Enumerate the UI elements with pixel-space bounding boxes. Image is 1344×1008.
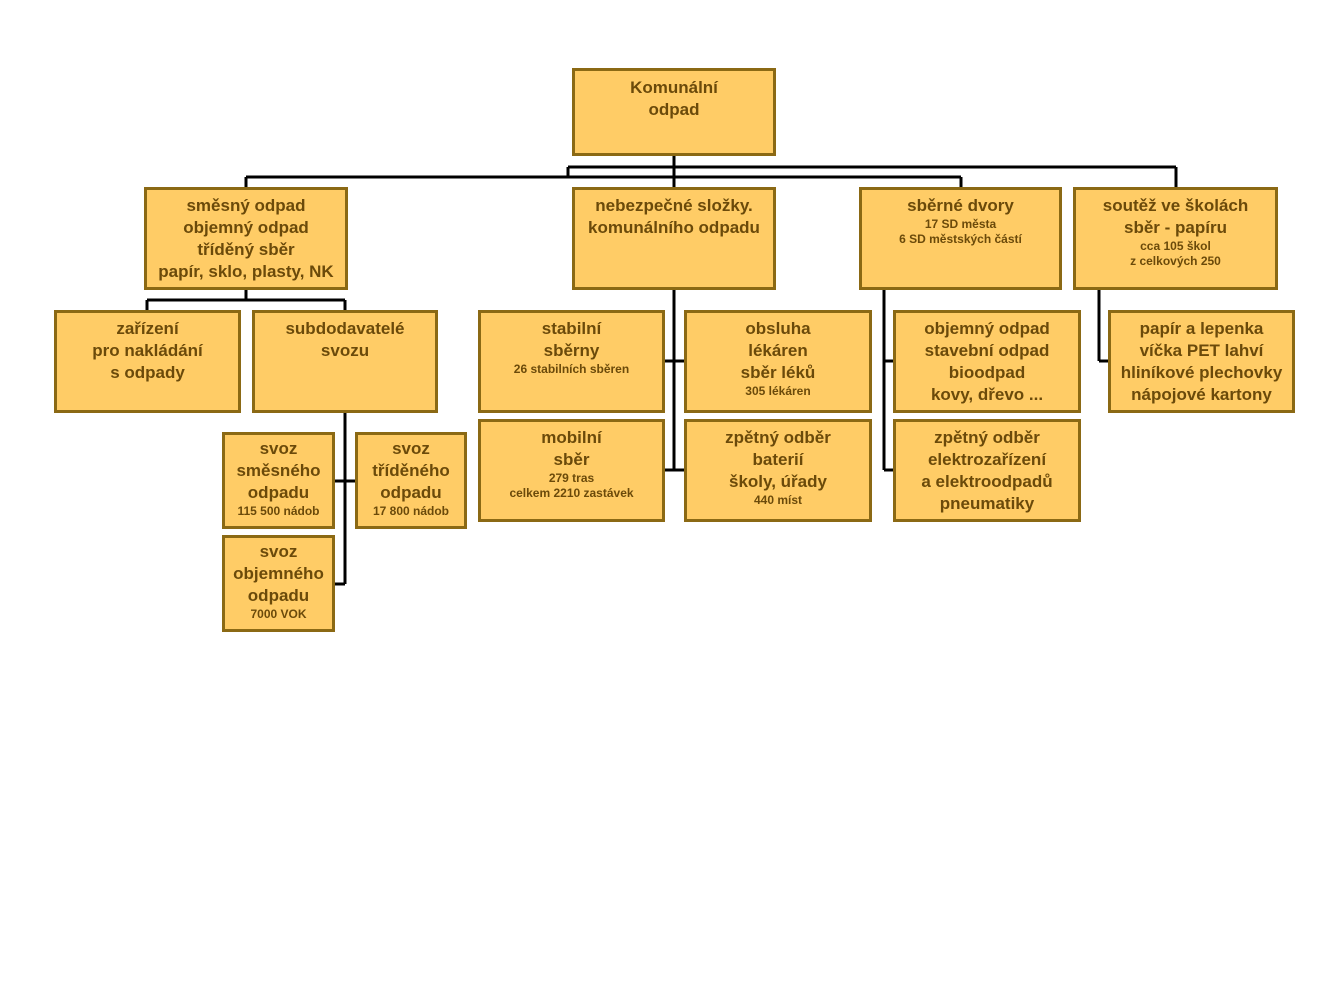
box-batteries-title: zpětný odběr baterií školy, úřady	[725, 428, 831, 491]
box-paper-items-title: papír a lepenka víčka PET lahví hliníkov…	[1120, 319, 1283, 404]
box-schools-sub: cca 105 škol z celkových 250	[1130, 239, 1221, 268]
box-sorted-collection-title: svoz tříděného odpadu	[372, 439, 450, 502]
box-paper-items: papír a lepenka víčka PET lahví hliníkov…	[1108, 310, 1295, 413]
box-stable-title: stabilní sběrny	[541, 319, 602, 360]
box-sorted-collection: svoz tříděného odpadu 17 800 nádob	[355, 432, 467, 529]
box-yards-title: sběrné dvory	[907, 196, 1014, 215]
box-mixed-collection-sub: 115 500 nádob	[237, 504, 320, 518]
box-mobile-title: mobilní sběr	[541, 428, 602, 469]
box-pharmacy: obsluha lékáren sběr léků 305 lékáren	[684, 310, 872, 413]
box-yards: sběrné dvory 17 SD města 6 SD městských …	[859, 187, 1062, 290]
box-bulky-yard: objemný odpad stavební odpad bioodpad ko…	[893, 310, 1081, 413]
box-root: Komunální odpad	[572, 68, 776, 156]
box-bulky-yard-title: objemný odpad stavební odpad bioodpad ko…	[924, 319, 1050, 404]
box-bulky-collection-title: svoz objemného odpadu	[233, 542, 324, 605]
box-pharmacy-title: obsluha lékáren sběr léků	[740, 319, 816, 382]
box-hazardous-title: nebezpečné složky. komunálního odpadu	[588, 196, 760, 237]
box-bulky-collection-sub: 7000 VOK	[250, 607, 307, 621]
box-yards-sub: 17 SD města 6 SD městských částí	[899, 217, 1022, 246]
box-sorted-collection-sub: 17 800 nádob	[372, 504, 450, 518]
box-facility: zařízení pro nakládání s odpady	[54, 310, 241, 413]
box-pharmacy-sub: 305 lékáren	[745, 384, 811, 398]
box-mixed-collection-title: svoz směsného odpadu	[236, 439, 321, 502]
box-schools-title: soutěž ve školách sběr - papíru	[1102, 196, 1249, 237]
box-subcontractors: subdodavatelé svozu	[252, 310, 438, 413]
box-ewaste-title: zpětný odběr elektrozařízení a elektrood…	[921, 428, 1053, 513]
box-facility-title: zařízení pro nakládání s odpady	[92, 319, 203, 382]
box-root-title: Komunální odpad	[630, 78, 718, 119]
box-schools: soutěž ve školách sběr - papíru cca 105 …	[1073, 187, 1278, 290]
box-bulky-collection: svoz objemného odpadu 7000 VOK	[222, 535, 335, 632]
box-subcontractors-title: subdodavatelé svozu	[285, 319, 405, 360]
box-mobile: mobilní sběr 279 tras celkem 2210 zastáv…	[478, 419, 665, 522]
box-ewaste: zpětný odběr elektrozařízení a elektrood…	[893, 419, 1081, 522]
box-batteries-sub: 440 míst	[753, 493, 803, 507]
box-mobile-sub: 279 tras celkem 2210 zastávek	[509, 471, 634, 500]
box-mixed-collection: svoz směsného odpadu 115 500 nádob	[222, 432, 335, 529]
box-hazardous: nebezpečné složky. komunálního odpadu	[572, 187, 776, 290]
box-stable: stabilní sběrny 26 stabilních sběren	[478, 310, 665, 413]
box-mixed-title: směsný odpad objemný odpad tříděný sběr …	[158, 196, 334, 281]
box-stable-sub: 26 stabilních sběren	[513, 362, 630, 376]
box-batteries: zpětný odběr baterií školy, úřady 440 mí…	[684, 419, 872, 522]
box-mixed: směsný odpad objemný odpad tříděný sběr …	[144, 187, 348, 290]
